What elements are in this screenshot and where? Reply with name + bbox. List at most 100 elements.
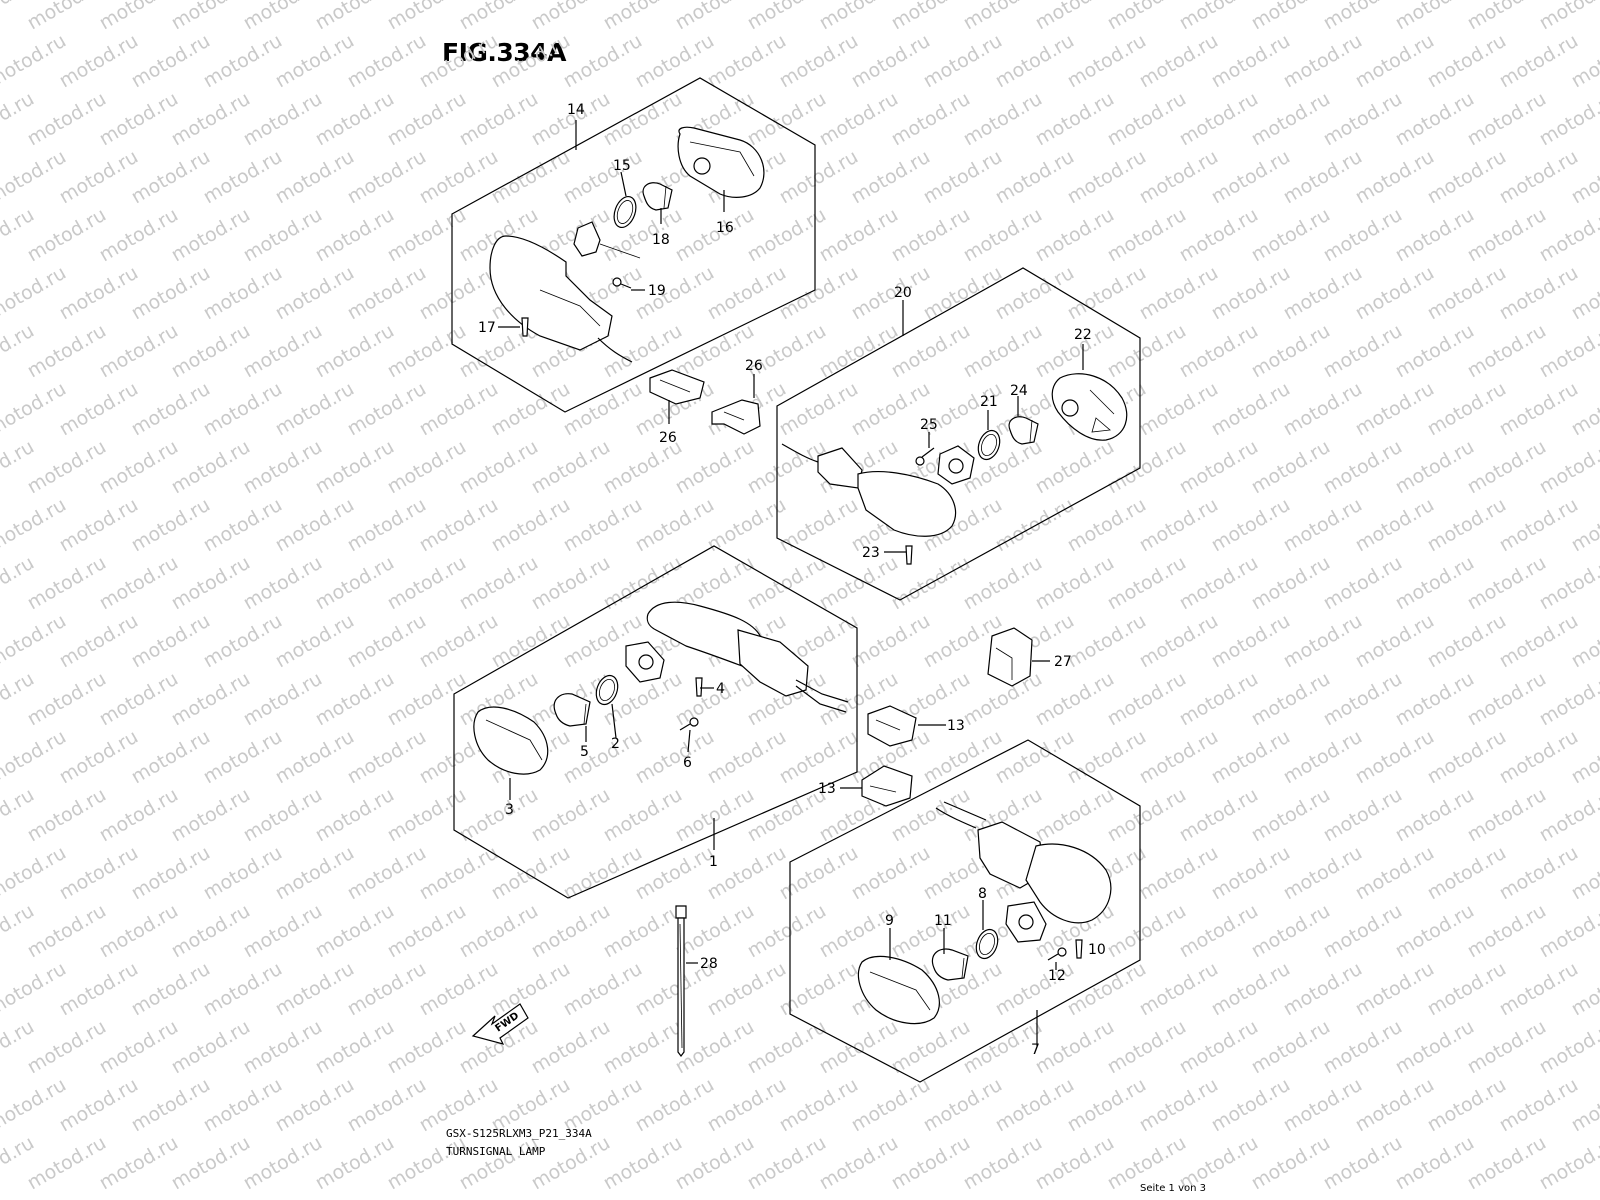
watermark-text: motod.ru — [1136, 958, 1222, 1021]
watermark-text: motod.ru — [1248, 204, 1334, 267]
watermark-text: motod.ru — [848, 30, 934, 93]
watermark-text: motod.ru — [1536, 204, 1600, 267]
watermark-text: motod.ru — [56, 958, 142, 1021]
callout-18: 18 — [652, 232, 670, 248]
watermark-text: motod.ru — [992, 726, 1078, 789]
watermark-text: motod.ru — [1392, 900, 1478, 963]
watermark-text: motod.ru — [416, 494, 502, 557]
watermark-text: motod.ru — [168, 552, 254, 615]
watermark-text: motod.ru — [848, 610, 934, 673]
watermark-text: motod.ru — [560, 958, 646, 1021]
watermark-text: motod.ru — [128, 30, 214, 93]
watermark-text: motod.ru — [384, 900, 470, 963]
watermark-text: motod.ru — [1352, 1074, 1438, 1137]
watermark-text: motod.ru — [96, 668, 182, 731]
bulb-11 — [931, 948, 969, 981]
watermark-text: motod.ru — [344, 958, 430, 1021]
callout-8: 8 — [978, 886, 987, 902]
watermark-text: motod.ru — [1464, 784, 1550, 847]
watermark-text: motod.ru — [272, 146, 358, 209]
watermark-text: motod.ru — [672, 204, 758, 267]
watermark-text: motod.ru — [384, 320, 470, 383]
watermark-text: motod.ru — [672, 668, 758, 731]
watermark-text: motod.ru — [384, 88, 470, 151]
watermark-text: motod.ru — [272, 378, 358, 441]
watermark-text: motod.ru — [992, 146, 1078, 209]
watermark-text: motod.ru — [1496, 726, 1582, 789]
watermark-text: motod.ru — [56, 146, 142, 209]
lens-3 — [473, 706, 549, 775]
watermark-text: motod.ru — [1208, 146, 1294, 209]
watermark-text: motod.ru — [456, 552, 542, 615]
lens-9 — [857, 955, 940, 1025]
watermark-text: motod.ru — [200, 1074, 286, 1137]
watermark-text: motod.ru — [960, 1132, 1046, 1195]
watermark-text: motod.ru — [1464, 1132, 1550, 1195]
watermark-text: motod.ru — [24, 204, 110, 267]
watermark-text: motod.ru — [0, 610, 70, 673]
watermark-text: motod.ru — [416, 146, 502, 209]
callout-19: 19 — [648, 283, 666, 299]
watermark-text: motod.ru — [1064, 610, 1150, 673]
callout-12: 12 — [1048, 968, 1066, 984]
watermark-text: motod.ru — [816, 204, 902, 267]
watermark-text: motod.ru — [960, 88, 1046, 151]
watermark-text: motod.ru — [1392, 320, 1478, 383]
watermark-text: motod.ru — [1176, 900, 1262, 963]
watermark-text: motod.ru — [560, 30, 646, 93]
screw-25 — [915, 447, 935, 466]
watermark-text: motod.ru — [600, 784, 686, 847]
screw-10 — [1075, 939, 1083, 959]
turn-signal-lamp-assy-14 — [489, 221, 641, 363]
callout-7: 7 — [1031, 1042, 1040, 1058]
leader-lines — [498, 120, 1084, 1046]
watermark-text: motod.ru — [1208, 378, 1294, 441]
watermark-text: motod.ru — [528, 900, 614, 963]
watermark-text: motod.ru — [1320, 1132, 1406, 1195]
watermark-text: motod.ru — [816, 1016, 902, 1079]
watermark-text: motod.ru — [632, 30, 718, 93]
watermark-text: motod.ru — [344, 30, 430, 93]
watermark-text: motod.ru — [600, 900, 686, 963]
watermark-text: motod.ru — [920, 1074, 1006, 1137]
watermark-text: motod.ru — [1464, 88, 1550, 151]
watermark-text: motod.ru — [272, 842, 358, 905]
watermark-text: motod.ru — [384, 1132, 470, 1195]
cable-tie-28 — [675, 905, 687, 1057]
watermark-text: motod.ru — [1032, 436, 1118, 499]
watermark-text: motod.ru — [56, 1074, 142, 1137]
watermark-text: motod.ru — [168, 88, 254, 151]
turn-signal-lamp-assy-1 — [625, 601, 849, 713]
watermark-text: motod.ru — [128, 842, 214, 905]
watermark-text: motod.ru — [816, 552, 902, 615]
watermark-text: motod.ru — [344, 726, 430, 789]
watermark-text: motod.ru — [168, 436, 254, 499]
watermark-text: motod.ru — [344, 842, 430, 905]
watermark-text: motod.ru — [1280, 30, 1366, 93]
watermark-text: motod.ru — [456, 900, 542, 963]
watermark-text: motod.ru — [96, 1016, 182, 1079]
watermark-text: motod.ru — [0, 30, 70, 93]
assembly-frame-14 — [451, 77, 816, 413]
watermark-text: motod.ru — [1280, 494, 1366, 557]
watermark-text: motod.ru — [600, 88, 686, 151]
watermark-text: motod.ru — [1424, 1074, 1510, 1137]
callout-2: 2 — [611, 736, 620, 752]
watermark-text: motod.ru — [24, 88, 110, 151]
callout-labels: 14 15 16 18 19 17 20 22 26 26 21 24 25 2… — [478, 102, 1106, 1058]
connector-cover-27 — [987, 627, 1033, 687]
watermark-text: motod.ru — [600, 1132, 686, 1195]
watermark-text: motod.ru — [56, 610, 142, 673]
watermark-text: motod.ru — [240, 320, 326, 383]
watermark-text: motod.ru — [848, 262, 934, 325]
watermark-text: motod.ru — [1176, 668, 1262, 731]
watermark-text: motod.ru — [1464, 436, 1550, 499]
watermark-text: motod.ru — [1352, 378, 1438, 441]
watermark-text: motod.ru — [240, 1132, 326, 1195]
watermark-text: motod.ru — [888, 1016, 974, 1079]
callout-23: 23 — [862, 545, 880, 561]
watermark-text: motod.ru — [632, 262, 718, 325]
watermark-text: motod.ru — [128, 1074, 214, 1137]
callout-4: 4 — [716, 681, 725, 697]
watermark-text: motod.ru — [776, 1074, 862, 1137]
